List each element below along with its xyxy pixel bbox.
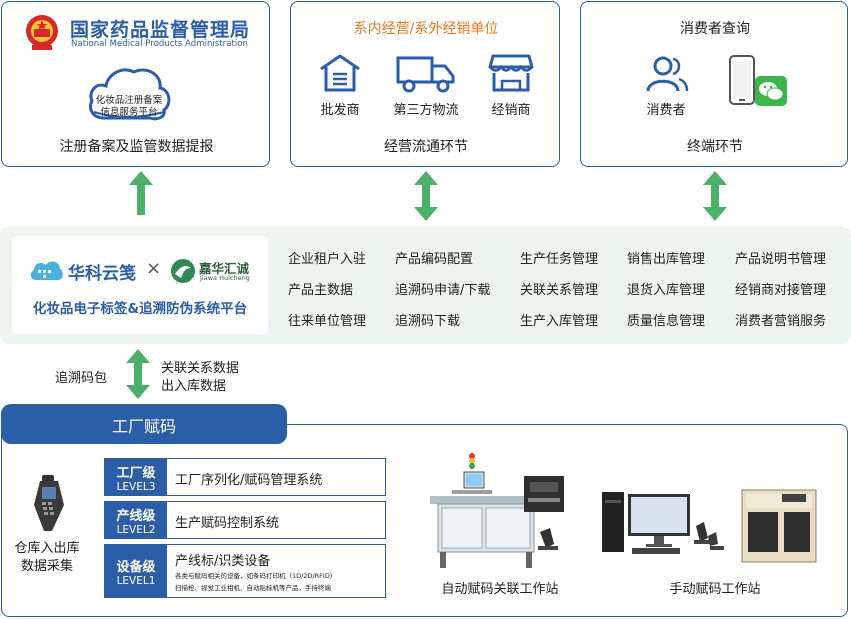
double-arrow-right — [703, 171, 727, 221]
feature-item: 产品说明书管理 — [735, 252, 827, 267]
level1-sub2: 扫描枪、视觉工业相机、自动贴标机等产品，手持终端 — [175, 584, 331, 592]
consumer-title: 消费者查询 — [680, 21, 750, 37]
feature-item: 企业租户入驻 — [288, 252, 367, 267]
wechat-icon — [755, 76, 787, 106]
cloud-icon — [86, 62, 172, 124]
distribution-caption: 经营流通环节 — [384, 139, 468, 155]
feature-item: 生产任务管理 — [520, 252, 599, 267]
feature-item: 产品主数据 — [288, 283, 354, 298]
level3-desc: 工厂序列化/赋码管理系统 — [175, 473, 323, 488]
manual-station-label: 手动赋码工作站 — [669, 582, 761, 597]
feature-item: 生产入库管理 — [520, 314, 599, 329]
level1-box: 设备级 LEVEL1 产线标/识类设备 各类与赋码相关的设备，如条码打印机（1D… — [104, 544, 386, 598]
level1-sub1: 各类与赋码相关的设备，如条码打印机（1D/2D/RFID） — [175, 572, 337, 580]
handheld-terminal-icon — [30, 475, 70, 533]
regulator-box: 国家药品监督管理局 National Medical Products Admi… — [1, 1, 270, 167]
feature-item: 经销商对接管理 — [735, 283, 827, 298]
auto-coding-station-image — [428, 452, 578, 570]
brand-jiahua-cn: 嘉华汇诚 — [199, 261, 250, 276]
feature-item: 质量信息管理 — [627, 314, 706, 329]
third-party-logistics-label: 第三方物流 — [393, 103, 459, 118]
level2-desc: 生产赋码控制系统 — [175, 516, 280, 531]
level2-box: 产线级 LEVEL2 生产赋码控制系统 — [104, 501, 386, 539]
feature-item: 销售出库管理 — [627, 252, 706, 267]
relation-data-label: 关联关系数据 — [161, 361, 240, 376]
double-arrow-middle — [414, 171, 438, 221]
level3-box: 工厂级 LEVEL3 工厂序列化/赋码管理系统 — [104, 458, 386, 496]
jiahua-logo-icon — [170, 258, 196, 284]
level3-tag: 工厂级 LEVEL3 — [105, 459, 167, 495]
users-icon — [641, 54, 689, 94]
level1-tag: 设备级 LEVEL1 — [105, 545, 167, 597]
up-arrow-left — [129, 171, 153, 215]
smartphone-icon — [728, 54, 756, 106]
feature-item: 追溯码下载 — [395, 314, 461, 329]
cloud-label-line1: 化妆品注册备案 — [95, 95, 163, 106]
wholesaler-label: 批发商 — [320, 103, 360, 118]
storefront-icon — [488, 52, 534, 94]
level2-tag: 产线级 LEVEL2 — [105, 502, 167, 538]
warehouse-collect-line2: 数据采集 — [20, 559, 73, 574]
brand-times: × — [146, 258, 162, 279]
consumer-caption: 终端环节 — [687, 139, 743, 155]
double-arrow-factory — [126, 349, 150, 399]
feature-item: 往来单位管理 — [288, 314, 367, 329]
platform-card: 华科云笺 × 嘉华汇诚 Jiawa Huicheng 化妆品电子标签&追溯防伪系… — [12, 236, 268, 334]
brand-huake: 华科云笺 — [68, 264, 136, 284]
feature-item: 消费者营销服务 — [735, 314, 827, 329]
distribution-box: 系内经营/系外经销单位 批发商 第三方物流 经销商 经营流通环节 — [290, 1, 560, 167]
huake-cloud-logo-icon — [28, 258, 64, 282]
feature-item: 追溯码申请/下载 — [395, 283, 491, 298]
truck-icon — [395, 54, 457, 94]
manual-coding-station-image — [598, 486, 824, 568]
warehouse-collect-line1: 仓库入出库 — [14, 541, 80, 556]
inout-data-label: 出入库数据 — [161, 379, 227, 394]
feature-item: 产品编码配置 — [395, 252, 474, 267]
factory-tab-label: 工厂赋码 — [111, 417, 176, 436]
regulator-caption: 注册备案及监管数据提报 — [59, 139, 214, 155]
cloud-label-line2: 信息服务平台 — [100, 107, 158, 118]
trace-code-package-label: 追溯码包 — [55, 371, 108, 386]
distributor-label: 经销商 — [491, 103, 531, 118]
agency-name-cn: 国家药品监督管理局 — [70, 19, 251, 41]
feature-item: 退货入库管理 — [627, 283, 706, 298]
auto-station-label: 自动赋码关联工作站 — [441, 582, 559, 597]
warehouse-icon — [318, 52, 362, 94]
feature-item: 关联关系管理 — [520, 283, 599, 298]
consumer-label: 消费者 — [646, 103, 686, 118]
brand-jiahua-en: Jiawa Huicheng — [200, 274, 250, 282]
consumer-box: 消费者查询 消费者 终端环节 — [580, 1, 848, 167]
factory-tab: 工厂赋码 — [1, 404, 287, 444]
national-emblem-icon — [24, 13, 60, 51]
platform-name: 化妆品电子标签&追溯防伪系统平台 — [32, 301, 248, 317]
distribution-title: 系内经营/系外经销单位 — [353, 21, 499, 37]
agency-name-en: National Medical Products Administration — [71, 39, 248, 49]
level1-desc: 产线标/识类设备 — [175, 554, 271, 569]
